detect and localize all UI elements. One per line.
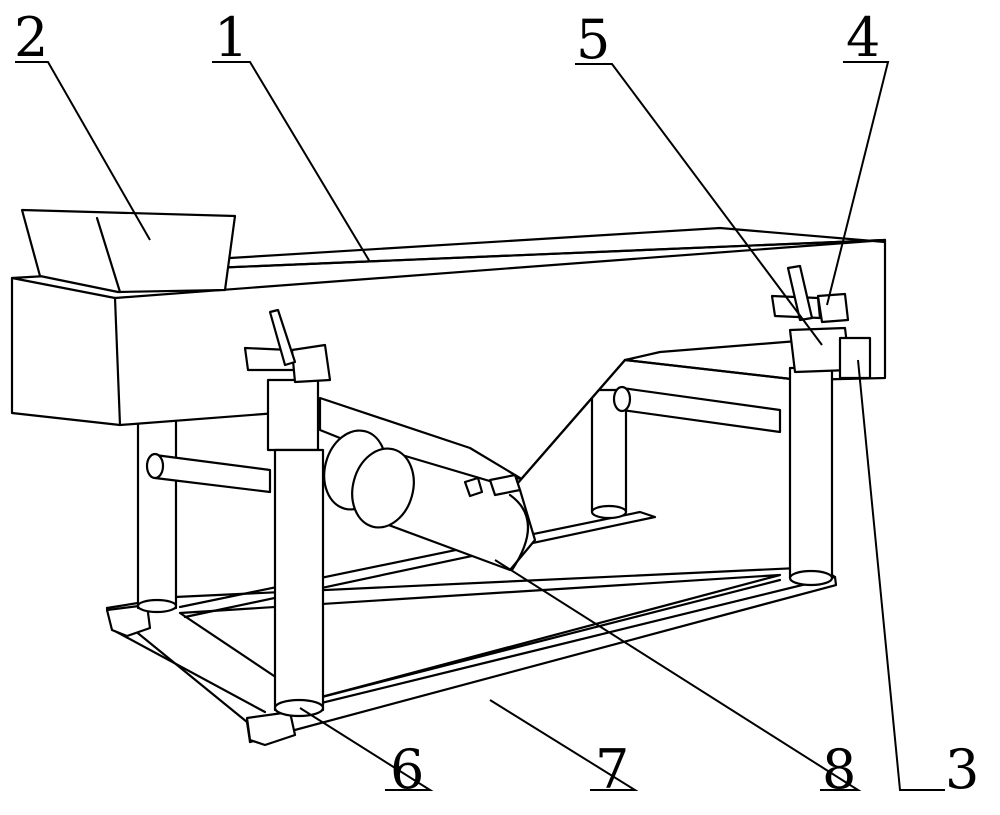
leader-lines bbox=[15, 61, 945, 791]
vibration-motor bbox=[318, 396, 537, 572]
sieve-box bbox=[10, 226, 887, 494]
label-2: 2 bbox=[14, 6, 48, 69]
feed-hopper bbox=[20, 208, 237, 294]
label-4: 4 bbox=[846, 6, 880, 69]
label-7: 7 bbox=[595, 738, 629, 801]
label-5: 5 bbox=[576, 8, 610, 71]
front-leg-left bbox=[243, 308, 332, 718]
front-leg-right bbox=[770, 264, 872, 587]
label-1: 1 bbox=[214, 6, 248, 69]
connecting-rods bbox=[145, 385, 782, 494]
back-legs bbox=[136, 388, 628, 614]
label-8: 8 bbox=[822, 738, 856, 801]
reference-numerals: 2 1 5 4 3 6 7 8 bbox=[14, 6, 979, 801]
label-3: 3 bbox=[945, 738, 979, 801]
label-6: 6 bbox=[390, 738, 424, 801]
